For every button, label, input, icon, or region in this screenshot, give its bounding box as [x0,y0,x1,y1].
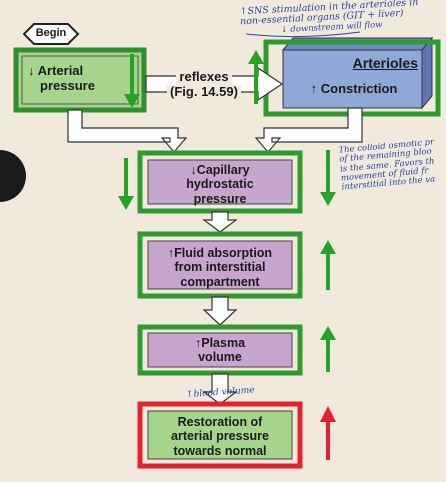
side-handle [0,150,26,202]
annotation-arrows [118,50,336,372]
merge-arrow-right [254,107,363,153]
note-underline [245,31,361,38]
plasma-line2: volume [198,350,242,365]
restoration-box [147,410,293,460]
capillary-line1: ↓Capillary [190,163,250,177]
arterioles-title: Arterioles [352,55,418,71]
capillary-line2: hydrostatic [186,177,254,192]
restoration-text: Restoration of arterial pressure towards… [148,415,292,458]
red-up-arrow [320,406,336,460]
capillary-text: ↓Capillary hydrostatic pressure [148,163,292,206]
down-arrow-1 [202,211,238,233]
begin-label: Begin [35,27,67,39]
begin-marker [22,23,80,45]
restoration-line1: Restoration of [177,415,263,429]
arterioles-box-side [421,36,433,110]
fluid-line3: compartment [180,274,260,289]
plasma-box [147,332,293,368]
reflexes-text: reflexes (Fig. 14.59) [150,69,258,100]
capillary-line3: pressure [193,191,247,206]
down-arrow-2 [202,296,238,326]
plasma-highlight [137,324,303,376]
reflexes-line2: (Fig. 14.59) [167,84,241,100]
restoration-highlight [137,401,303,469]
fluid-highlight [137,231,303,299]
capillary-highlight [137,150,303,214]
capillary-box [147,159,293,205]
restoration-line3: towards normal [173,443,267,458]
arterioles-box [282,49,423,109]
fluid-box [147,240,293,290]
merge-arrow-left [67,109,188,153]
fluid-line1: ↑Fluid absorption [167,246,273,260]
restoration-line2: arterial pressure [171,429,269,444]
fluid-line2: from interstitial [174,260,266,275]
colloid-note: The colloid osmotic pr of the remaining … [338,137,446,193]
arterial-pressure-line1: ↓ Arterial [28,63,84,78]
reflexes-line1: reflexes [176,69,232,85]
plasma-volume-text: ↑Plasma volume [148,336,292,365]
arterial-pressure-line2: pressure [40,77,95,93]
down-arrow-3 [202,373,238,405]
plasma-line1: ↑Plasma [194,336,246,350]
arterioles-subtitle: ↑ Constriction [310,81,398,96]
fluid-absorption-text: ↑Fluid absorption from interstitial comp… [148,246,292,289]
arterial-pressure-text: ↓ Arterial pressure [22,63,124,94]
